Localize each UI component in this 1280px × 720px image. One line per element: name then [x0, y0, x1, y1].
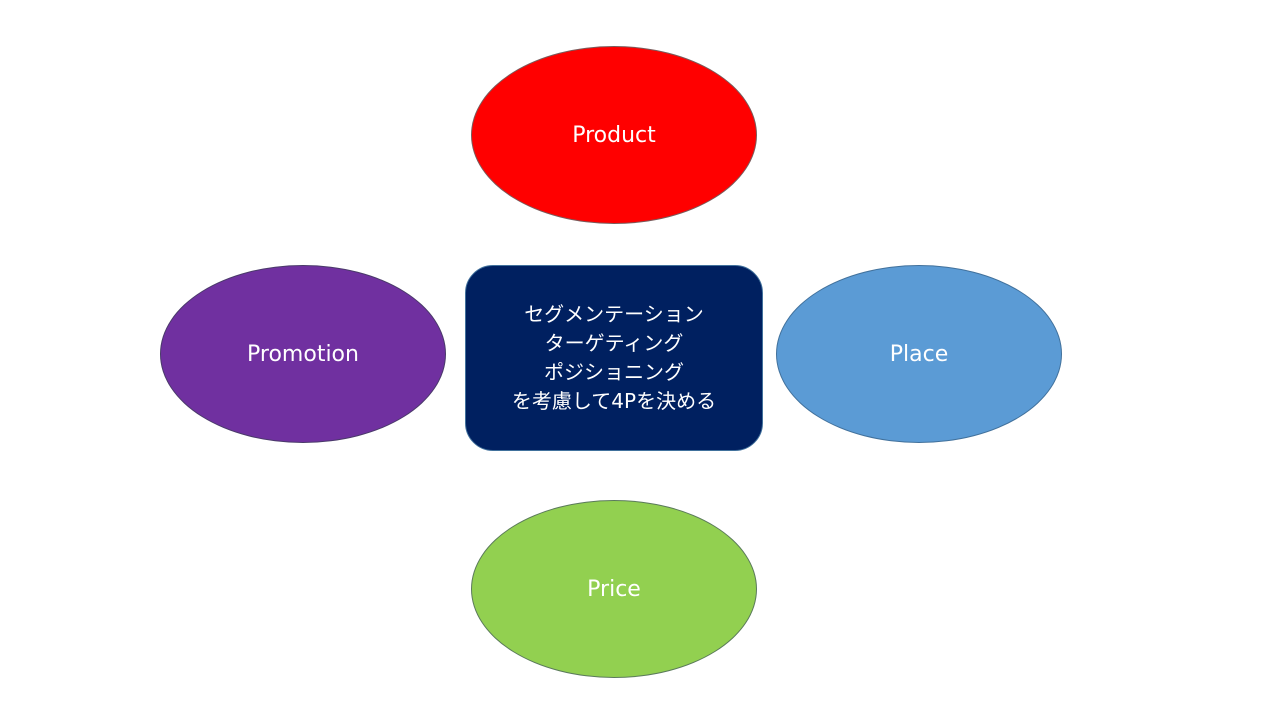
- promotion-node: Promotion: [160, 265, 446, 443]
- center-box: セグメンテーション ターゲティング ポジショニング を考慮して4Pを決める: [465, 265, 763, 451]
- center-line-decide-4p: を考慮して4Pを決める: [511, 389, 717, 413]
- promotion-label: Promotion: [247, 341, 359, 367]
- place-label: Place: [889, 341, 949, 367]
- product-label: Product: [572, 122, 656, 148]
- price-node: Price: [471, 500, 757, 678]
- center-line-segmentation: セグメンテーション: [524, 302, 704, 326]
- product-node: Product: [471, 46, 757, 224]
- center-line-targeting: ターゲティング: [544, 331, 684, 355]
- center-line-positioning: ポジショニング: [544, 360, 684, 384]
- place-node: Place: [776, 265, 1062, 443]
- price-label: Price: [587, 576, 641, 602]
